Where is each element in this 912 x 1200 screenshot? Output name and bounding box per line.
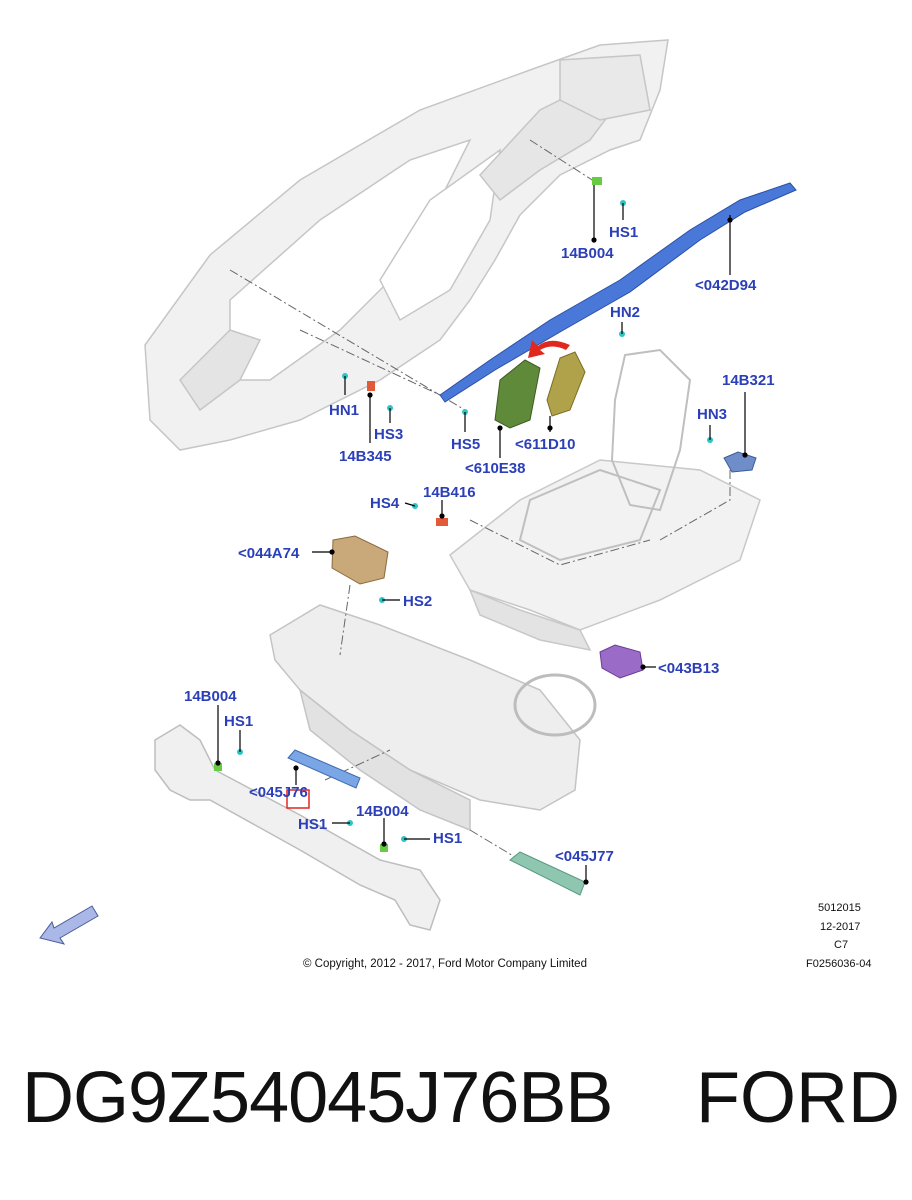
drawing-date: 12-2017 <box>820 921 861 933</box>
bracket-14b004-top <box>592 177 602 185</box>
callout-611d10: <611D10 <box>515 436 576 453</box>
callout-14b004-top: 14B004 <box>561 245 614 262</box>
callout-045j77: <045J77 <box>555 848 614 865</box>
module-14b321 <box>723 451 757 473</box>
seat-frame <box>518 348 692 562</box>
callout-hn3: HN3 <box>697 406 728 423</box>
driver-airbag <box>599 644 644 679</box>
callout-hs1-left: HS1 <box>224 713 254 730</box>
callout-14b004-mid: 14B004 <box>356 803 409 820</box>
floor-pan <box>449 459 761 652</box>
callout-hs1-mid: HS1 <box>298 816 328 833</box>
instrument-panel <box>269 604 597 832</box>
seat-airbag-olive <box>546 351 586 417</box>
callout-14b345: 14B345 <box>339 448 392 465</box>
red-arrow-icon <box>528 340 570 358</box>
callout-14b416: 14B416 <box>423 484 476 501</box>
callout-hn1: HN1 <box>329 402 360 419</box>
body-side-frame <box>144 39 669 451</box>
bracket-14b004-mid <box>380 844 388 852</box>
drawing-code: 5012015 <box>818 902 861 914</box>
bracket-14b004-left <box>214 763 222 771</box>
bracket-14b416 <box>436 518 448 526</box>
knee-airbag-left <box>287 749 361 789</box>
callout-hs1-right: HS1 <box>433 830 463 847</box>
curtain-airbag <box>439 182 797 403</box>
callout-leaders <box>215 185 748 885</box>
brand-caption: FORD <box>696 1058 900 1138</box>
cross-car-beam <box>154 724 441 931</box>
callout-042d94: <042D94 <box>695 277 757 294</box>
highlight-box <box>286 789 310 809</box>
callout-hs4: HS4 <box>370 495 400 512</box>
passenger-airbag <box>331 535 389 585</box>
callout-hn2: HN2 <box>610 304 641 321</box>
front-direction-arrow-icon <box>39 905 99 945</box>
callout-14b321: 14B321 <box>722 372 775 389</box>
callout-hs2: HS2 <box>403 593 433 610</box>
callout-14b004-left: 14B004 <box>184 688 237 705</box>
bracket-14b345 <box>367 381 375 391</box>
figure-number: F0256036-04 <box>806 958 872 970</box>
airbag-exploded-diagram <box>39 39 797 945</box>
callout-043b13: <043B13 <box>658 660 720 677</box>
callout-044a74: <044A74 <box>238 545 300 562</box>
callout-610e38: <610E38 <box>465 460 526 477</box>
leader-lines <box>229 139 731 861</box>
callout-045j76: <045J76 <box>249 784 308 801</box>
callout-hs5: HS5 <box>451 436 481 453</box>
callout-hs1-top: HS1 <box>609 224 639 241</box>
part-number-caption: DG9Z54045J76BB <box>22 1058 613 1138</box>
drawing-revision: C7 <box>834 939 849 951</box>
callout-hs3: HS3 <box>374 426 404 443</box>
copyright-notice: © Copyright, 2012 - 2017, Ford Motor Com… <box>303 958 587 970</box>
seat-airbag-green <box>494 359 541 429</box>
